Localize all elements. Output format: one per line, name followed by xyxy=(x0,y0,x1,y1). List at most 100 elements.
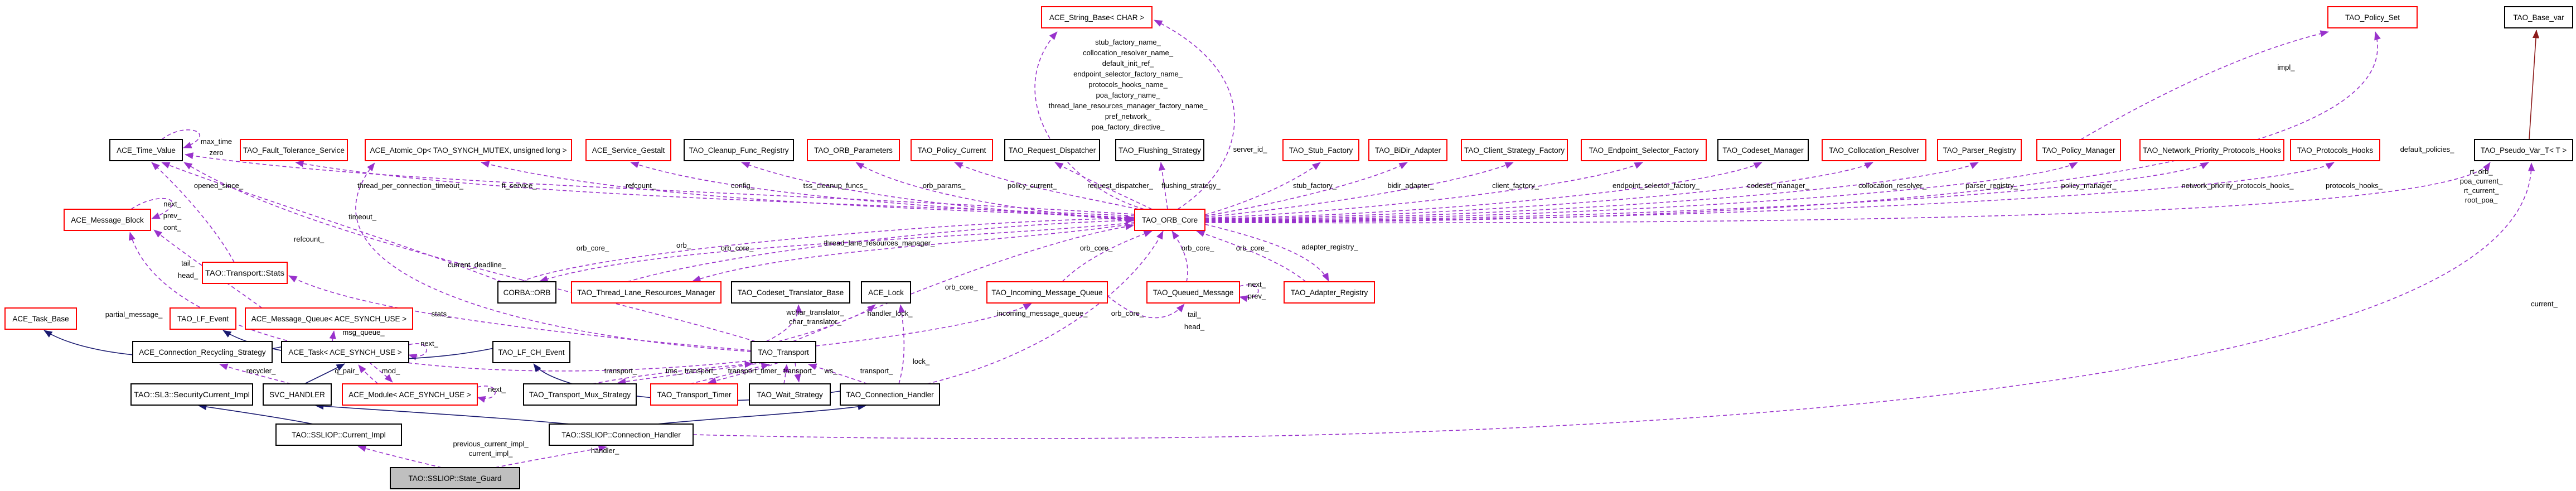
node-tao-transport[interactable]: TAO_Transport xyxy=(750,341,816,363)
node-ace-message-block-box[interactable] xyxy=(64,209,151,231)
node-tao-incoming-message-queue[interactable]: TAO_Incoming_Message_Queue xyxy=(986,281,1108,304)
node-ace-lock-box[interactable] xyxy=(861,281,911,304)
node-tao-connection-handler-box[interactable] xyxy=(840,383,940,406)
node-tao-lf-event-box[interactable] xyxy=(170,307,236,330)
node-ace-module[interactable]: ACE_Module< ACE_SYNCH_USE > xyxy=(342,383,478,406)
node-tao-policy-set[interactable]: TAO_Policy_Set xyxy=(2327,6,2418,28)
node-tao-transport-mux-strategy-box[interactable] xyxy=(523,383,637,406)
node-ace-time-value[interactable]: ACE_Time_Value xyxy=(109,139,183,161)
node-ace-string-base-box[interactable] xyxy=(1041,6,1153,28)
node-tao-transport-stats[interactable]: TAO::Transport::Stats xyxy=(202,262,288,284)
node-tao-queued-message-box[interactable] xyxy=(1146,281,1240,304)
node-tao-base-var[interactable]: TAO_Base_var xyxy=(2504,6,2573,28)
node-tao-thread-lane-resources-manager-box[interactable] xyxy=(571,281,722,304)
node-tao-codeset-manager[interactable]: TAO_Codeset_Manager xyxy=(1717,139,1809,161)
node-tao-codeset-manager-box[interactable] xyxy=(1717,139,1809,161)
node-tao-flushing-strategy-box[interactable] xyxy=(1115,139,1204,161)
node-tao-codeset-translator-base[interactable]: TAO_Codeset_Translator_Base xyxy=(731,281,850,304)
node-tao-wait-strategy-box[interactable] xyxy=(749,383,831,406)
node-tao-collocation-resolver-box[interactable] xyxy=(1822,139,1926,161)
node-tao-network-priority-protocols-hooks[interactable]: TAO_Network_Priority_Protocols_Hooks xyxy=(2139,139,2284,161)
node-tao-fault-tolerance-service[interactable]: TAO_Fault_Tolerance_Service xyxy=(240,139,348,161)
node-ace-message-queue-box[interactable] xyxy=(245,307,413,330)
node-tao-cleanup-func-registry-box[interactable] xyxy=(684,139,794,161)
node-ace-message-block[interactable]: ACE_Message_Block xyxy=(64,209,151,231)
node-tao-incoming-message-queue-box[interactable] xyxy=(986,281,1108,304)
node-ace-task[interactable]: ACE_Task< ACE_SYNCH_USE > xyxy=(281,341,409,363)
node-tao-collocation-resolver[interactable]: TAO_Collocation_Resolver xyxy=(1822,139,1926,161)
node-tao-orb-parameters-box[interactable] xyxy=(807,139,900,161)
node-tao-queued-message[interactable]: TAO_Queued_Message xyxy=(1146,281,1240,304)
node-ssliop-current-impl-box[interactable] xyxy=(275,423,402,446)
node-ace-service-gestalt-box[interactable] xyxy=(585,139,671,161)
node-ace-module-box[interactable] xyxy=(342,383,478,406)
node-corba-orb-box[interactable] xyxy=(497,281,556,304)
node-ssliop-connection-handler-box[interactable] xyxy=(549,423,694,446)
node-tao-transport-timer[interactable]: TAO_Transport_Timer xyxy=(650,383,738,406)
node-tao-pseudo-var-t-box[interactable] xyxy=(2474,139,2573,161)
node-ace-atomic-op-box[interactable] xyxy=(365,139,572,161)
node-tao-adapter-registry-box[interactable] xyxy=(1284,281,1375,304)
node-tao-lf-ch-event-box[interactable] xyxy=(492,341,570,363)
node-tao-protocols-hooks-box[interactable] xyxy=(2290,139,2380,161)
node-tao-wait-strategy[interactable]: TAO_Wait_Strategy xyxy=(749,383,831,406)
node-ace-connection-recycling-strategy[interactable]: ACE_Connection_Recycling_Strategy xyxy=(132,341,273,363)
node-tao-fault-tolerance-service-box[interactable] xyxy=(240,139,348,161)
node-tao-parser-registry-box[interactable] xyxy=(1937,139,2022,161)
node-tao-lf-event[interactable]: TAO_LF_Event xyxy=(170,307,236,330)
node-ssliop-current-impl[interactable]: TAO::SSLIOP::Current_Impl xyxy=(275,423,402,446)
node-tao-policy-manager-box[interactable] xyxy=(2036,139,2121,161)
node-tao-orb-parameters[interactable]: TAO_ORB_Parameters xyxy=(807,139,900,161)
node-tao-connection-handler[interactable]: TAO_Connection_Handler xyxy=(840,383,940,406)
node-tao-policy-current-box[interactable] xyxy=(911,139,993,161)
node-tao-parser-registry[interactable]: TAO_Parser_Registry xyxy=(1937,139,2022,161)
node-tao-policy-current[interactable]: TAO_Policy_Current xyxy=(911,139,993,161)
node-tao-policy-set-box[interactable] xyxy=(2327,6,2418,28)
node-tao-pseudo-var-t[interactable]: TAO_Pseudo_Var_T< T > xyxy=(2474,139,2573,161)
node-tao-endpoint-selector-factory-box[interactable] xyxy=(1581,139,1707,161)
node-ace-task-base-box[interactable] xyxy=(4,307,77,330)
node-tao-transport-timer-box[interactable] xyxy=(650,383,738,406)
node-corba-orb[interactable]: CORBA::ORB xyxy=(497,281,556,304)
node-tao-cleanup-func-registry[interactable]: TAO_Cleanup_Func_Registry xyxy=(684,139,794,161)
node-ace-string-base[interactable]: ACE_String_Base< CHAR > xyxy=(1041,6,1153,28)
node-tao-thread-lane-resources-manager[interactable]: TAO_Thread_Lane_Resources_Manager xyxy=(571,281,722,304)
node-ace-lock[interactable]: ACE_Lock xyxy=(861,281,911,304)
node-tao-flushing-strategy[interactable]: TAO_Flushing_Strategy xyxy=(1115,139,1204,161)
node-tao-policy-manager[interactable]: TAO_Policy_Manager xyxy=(2036,139,2121,161)
node-svc-handler[interactable]: SVC_HANDLER xyxy=(263,383,332,406)
node-ssliop-connection-handler[interactable]: TAO::SSLIOP::Connection_Handler xyxy=(549,423,694,446)
node-tao-stub-factory[interactable]: TAO_Stub_Factory xyxy=(1282,139,1359,161)
node-tao-network-priority-protocols-hooks-box[interactable] xyxy=(2139,139,2284,161)
node-tao-orb-core-box[interactable] xyxy=(1134,209,1205,231)
node-tao-bidir-adapter[interactable]: TAO_BiDir_Adapter xyxy=(1368,139,1447,161)
node-tao-orb-core[interactable]: TAO_ORB_Core xyxy=(1134,209,1205,231)
edge-transport-from-wait xyxy=(782,364,790,384)
node-tao-client-strategy-factory[interactable]: TAO_Client_Strategy_Factory xyxy=(1461,139,1568,161)
node-tao-stub-factory-box[interactable] xyxy=(1282,139,1359,161)
node-tao-codeset-translator-base-box[interactable] xyxy=(731,281,850,304)
node-ace-task-box[interactable] xyxy=(281,341,409,363)
node-tao-base-var-box[interactable] xyxy=(2504,6,2573,28)
node-tao-request-dispatcher[interactable]: TAO_Request_Dispatcher xyxy=(1004,139,1100,161)
node-tao-client-strategy-factory-box[interactable] xyxy=(1461,139,1568,161)
node-tao-endpoint-selector-factory[interactable]: TAO_Endpoint_Selector_Factory xyxy=(1581,139,1707,161)
node-ace-time-value-box[interactable] xyxy=(109,139,183,161)
edge-label-codeset-manager: codeset_manager_ xyxy=(1747,181,1809,190)
node-ace-service-gestalt[interactable]: ACE_Service_Gestalt xyxy=(585,139,671,161)
node-tao-protocols-hooks[interactable]: TAO_Protocols_Hooks xyxy=(2290,139,2380,161)
node-tao-sl3-security-current-impl[interactable]: TAO::SL3::SecurityCurrent_Impl xyxy=(130,383,253,406)
node-svc-handler-box[interactable] xyxy=(263,383,332,406)
node-ace-message-queue[interactable]: ACE_Message_Queue< ACE_SYNCH_USE > xyxy=(245,307,413,330)
node-tao-bidir-adapter-box[interactable] xyxy=(1368,139,1447,161)
node-tao-request-dispatcher-box[interactable] xyxy=(1004,139,1100,161)
node-tao-transport-box[interactable] xyxy=(750,341,816,363)
node-tao-transport-mux-strategy[interactable]: TAO_Transport_Mux_Strategy xyxy=(523,383,637,406)
node-ace-atomic-op[interactable]: ACE_Atomic_Op< TAO_SYNCH_MUTEX, unsigned… xyxy=(365,139,572,161)
node-ace-task-base[interactable]: ACE_Task_Base xyxy=(4,307,77,330)
node-ace-connection-recycling-strategy-box[interactable] xyxy=(132,341,273,363)
node-tao-adapter-registry[interactable]: TAO_Adapter_Registry xyxy=(1284,281,1375,304)
node-tao-transport-stats-box[interactable] xyxy=(202,262,288,284)
node-tao-lf-ch-event[interactable]: TAO_LF_CH_Event xyxy=(492,341,570,363)
node-tao-sl3-security-current-impl-box[interactable] xyxy=(130,383,253,406)
